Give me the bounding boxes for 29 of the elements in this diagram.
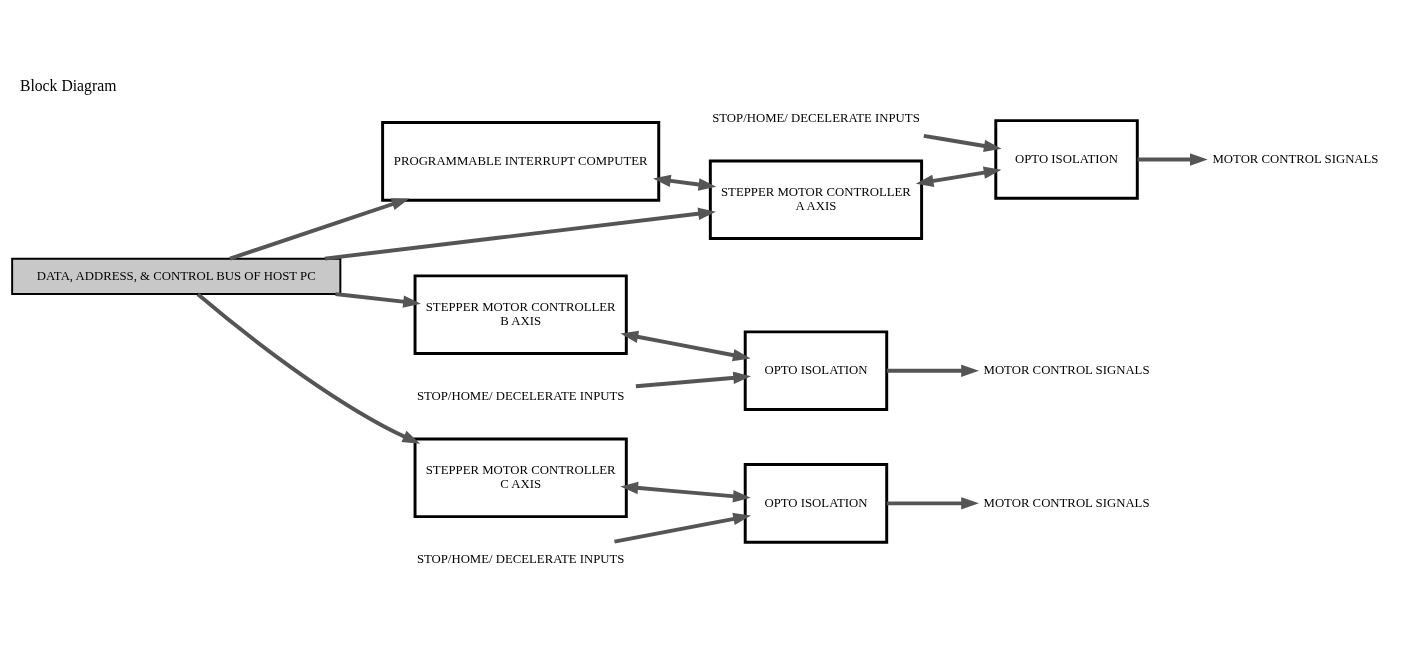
- arrow: [915, 166, 1002, 187]
- node-box: STEPPER MOTOR CONTROLLER A AXIS: [708, 159, 924, 240]
- diagram-title: Block Diagram: [19, 77, 117, 95]
- node-text: STOP/HOME/ DECELERATE INPUTS: [416, 388, 625, 403]
- arrow: [335, 292, 421, 308]
- arrow: [652, 174, 717, 191]
- node-text: MOTOR CONTROL SIGNALS: [983, 363, 1150, 378]
- node-box: OPTO ISOLATION: [994, 119, 1139, 200]
- node-box: PROGRAMMABLE INTERRUPT COMPUTER: [381, 121, 661, 202]
- arrow: [620, 330, 751, 362]
- arrow: [614, 512, 751, 544]
- arrow: [196, 292, 421, 444]
- arrow: [635, 371, 751, 389]
- arrow: [886, 364, 979, 377]
- arrow: [886, 497, 979, 510]
- node-box: OPTO ISOLATION: [743, 463, 889, 544]
- node-box: OPTO ISOLATION: [743, 330, 889, 411]
- arrow: [923, 133, 1002, 153]
- node-box: STEPPER MOTOR CONTROLLER B AXIS: [413, 274, 628, 355]
- node-text: MOTOR CONTROL SIGNALS: [983, 495, 1150, 510]
- node-text: MOTOR CONTROL SIGNALS: [1212, 151, 1379, 166]
- arrow: [229, 198, 410, 261]
- node-text: STOP/HOME/ DECELERATE INPUTS: [712, 110, 920, 125]
- node-text: STOP/HOME/ DECELERATE INPUTS: [416, 551, 625, 566]
- arrow: [1137, 153, 1208, 166]
- arrow: [620, 481, 751, 503]
- node-box: DATA, ADDRESS, & CONTROL BUS OF HOST PC: [11, 257, 342, 296]
- arrow: [324, 207, 716, 261]
- node-box: STEPPER MOTOR CONTROLLER C AXIS: [413, 437, 628, 519]
